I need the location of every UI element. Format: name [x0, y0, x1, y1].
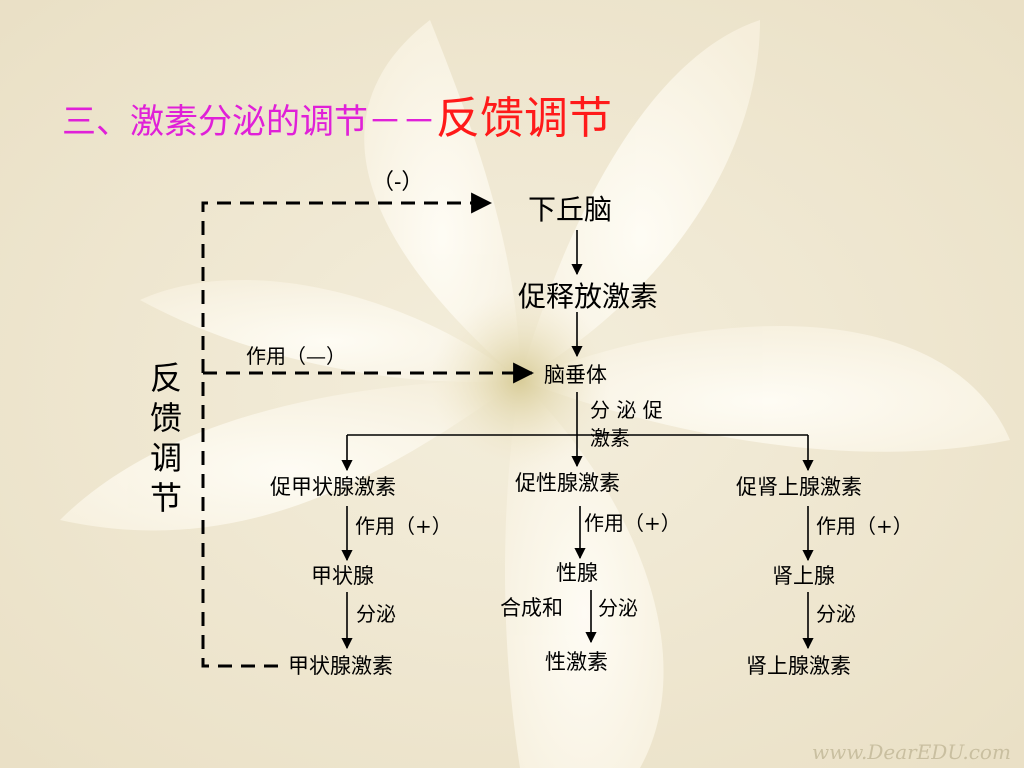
tropic-hormone-label-2: 激素	[590, 426, 630, 450]
node-hypothalamus: 下丘脑	[528, 193, 613, 226]
edge-secrete-1: 分泌	[356, 602, 396, 626]
node-gonad: 性腺	[556, 561, 598, 585]
edge-synth-and: 合成和	[500, 596, 563, 620]
edge-secrete-2: 分泌	[598, 596, 638, 620]
top-feedback-label: （-）	[372, 170, 424, 195]
node-releasing-hormone: 促释放激素	[518, 280, 659, 313]
node-pituitary: 脑垂体	[544, 363, 607, 387]
edge-action-plus-1: 作用（+）	[355, 514, 452, 538]
title-part1: 三、激素分泌的调节－－	[62, 102, 436, 142]
node-acth: 促肾上腺激素	[736, 475, 862, 499]
edge-action-plus-2: 作用（+）	[584, 511, 681, 535]
node-adrenal-hormone: 肾上腺激素	[746, 654, 851, 678]
title-part2: 反馈调节	[436, 93, 612, 144]
feedback-vertical-label: 反 馈 调 节	[149, 359, 182, 517]
node-adrenal: 肾上腺	[772, 564, 835, 588]
edge-secrete-3: 分泌	[816, 602, 856, 626]
page-title: 三、激素分泌的调节－－反馈调节	[62, 82, 612, 146]
node-tsh: 促甲状腺激素	[270, 475, 396, 499]
watermark: www.DearEDU.com	[812, 740, 1011, 764]
feedback-loop-lines	[201, 192, 535, 668]
main-arrows	[341, 230, 814, 650]
node-sex-hormone: 性激素	[545, 650, 608, 674]
node-thyroid: 甲状腺	[311, 564, 374, 588]
node-gth: 促性腺激素	[515, 471, 620, 495]
edge-action-plus-3: 作用（+）	[816, 514, 913, 538]
pituitary-feedback-label: 作用（—）	[246, 344, 346, 368]
node-thyroxine: 甲状腺激素	[288, 654, 393, 678]
tropic-hormone-label: 分 泌 促	[590, 398, 663, 422]
